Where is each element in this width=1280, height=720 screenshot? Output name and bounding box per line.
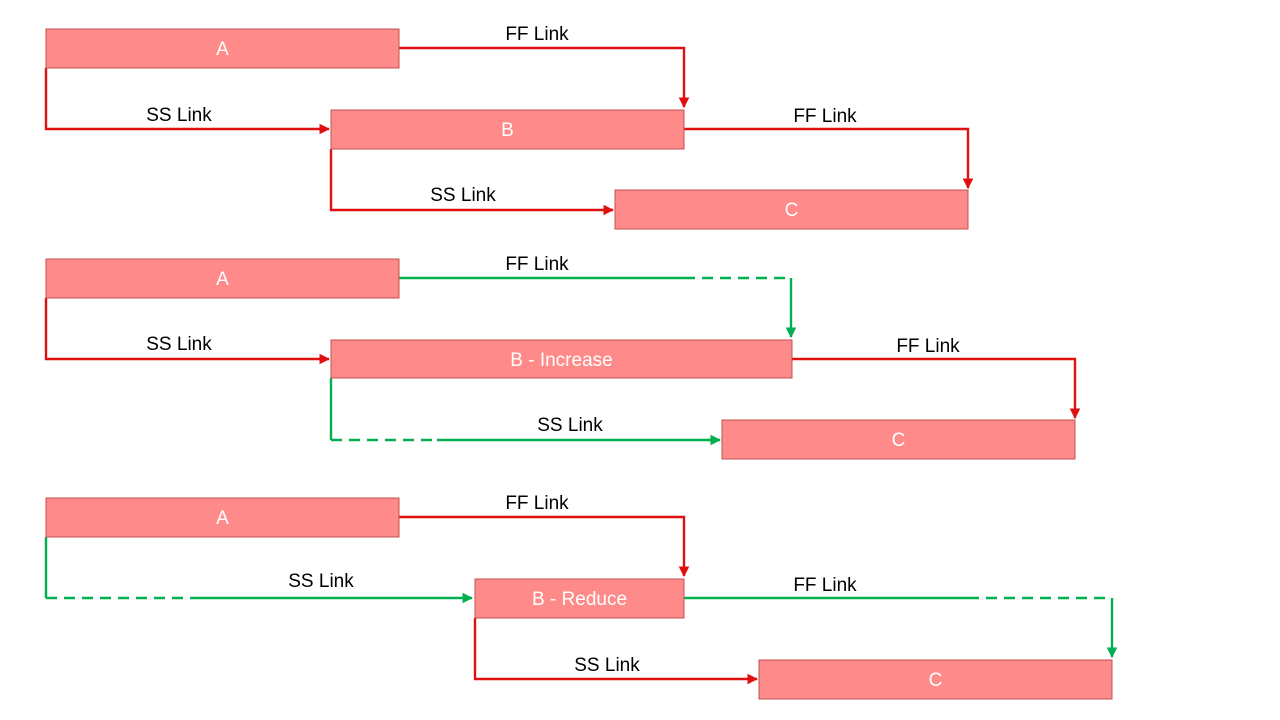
link-b-c-ff-label: FF Link — [896, 336, 960, 357]
link-a-b-ss-label: SS Link — [146, 105, 212, 126]
task-c[interactable]: C — [721, 419, 1076, 460]
link-b-c-ff-line — [792, 357, 1081, 420]
link-a-b-ss: SS Link — [44, 537, 474, 604]
task-b-bar[interactable] — [330, 109, 685, 150]
task-a[interactable]: A — [45, 28, 400, 69]
link-a-b-ss-label: SS Link — [146, 334, 212, 355]
link-a-b-ff-label: FF Link — [505, 254, 569, 275]
link-b-c-ss-label: SS Link — [430, 185, 496, 206]
link-a-b-ss-line — [44, 298, 331, 365]
task-b-reduce-bar[interactable] — [474, 578, 685, 619]
task-c[interactable]: C — [614, 189, 969, 230]
link-b-c-ss-label: SS Link — [574, 655, 640, 676]
link-a-b-ff-label: FF Link — [505, 493, 569, 514]
link-a-b-ff: FF Link — [399, 493, 690, 578]
link-a-b-ss: SS Link — [44, 68, 331, 135]
task-c[interactable]: C — [758, 659, 1113, 700]
task-a-bar[interactable] — [45, 497, 400, 538]
link-a-b-ff: FF Link — [399, 24, 690, 109]
link-b-c-ss-line — [329, 149, 615, 216]
task-a-bar[interactable] — [45, 258, 400, 299]
link-b-c-ss-label: SS Link — [537, 415, 603, 436]
task-b-increase-label: B - Increase — [510, 350, 612, 371]
task-c-label: C — [785, 200, 799, 221]
link-b-c-ff: FF Link — [684, 575, 1118, 659]
link-a-b-ff: FF Link — [399, 254, 797, 339]
link-b-c-ss: SS Link — [329, 149, 615, 216]
task-b[interactable]: B — [330, 109, 685, 150]
link-b-c-ff-line — [684, 127, 974, 190]
link-a-b-ff-label: FF Link — [505, 24, 569, 45]
link-a-b-ss-line — [44, 68, 331, 135]
link-a-b-ff-line — [399, 515, 690, 578]
scenario-2: FF Link SS Link FF Link SS Link A B - In… — [44, 254, 1081, 460]
task-a-bar[interactable] — [45, 28, 400, 69]
link-b-c-ff-label: FF Link — [793, 106, 857, 127]
link-a-b-ff-line — [399, 46, 690, 109]
task-b-reduce-label: B - Reduce — [532, 589, 627, 610]
task-b-reduce[interactable]: B - Reduce — [474, 578, 685, 619]
link-b-c-ss: SS Link — [329, 378, 722, 446]
link-b-c-ff-label: FF Link — [793, 575, 857, 596]
task-a[interactable]: A — [45, 258, 400, 299]
link-b-c-ff: FF Link — [684, 106, 974, 190]
scenario-3: FF Link SS Link FF Link SS Link A B - — [44, 493, 1118, 700]
task-c-bar[interactable] — [721, 419, 1076, 460]
task-c-bar[interactable] — [614, 189, 969, 230]
link-b-c-ss-line — [473, 618, 759, 685]
task-b-label: B — [501, 120, 514, 141]
link-a-b-ss-label: SS Link — [288, 571, 354, 592]
task-a-label: A — [216, 508, 229, 529]
task-c-label: C — [929, 670, 943, 691]
task-a-label: A — [216, 269, 229, 290]
link-a-b-ss: SS Link — [44, 298, 331, 365]
link-b-c-ss: SS Link — [473, 618, 759, 685]
task-a-label: A — [216, 39, 229, 60]
scenario-1: FF Link SS Link FF Link SS Link A B C — [44, 24, 974, 230]
task-b-increase-bar[interactable] — [330, 339, 793, 379]
task-b-increase[interactable]: B - Increase — [330, 339, 793, 379]
link-b-c-ff: FF Link — [792, 336, 1081, 420]
task-c-bar[interactable] — [758, 659, 1113, 700]
task-c-label: C — [892, 430, 906, 451]
task-a[interactable]: A — [45, 497, 400, 538]
